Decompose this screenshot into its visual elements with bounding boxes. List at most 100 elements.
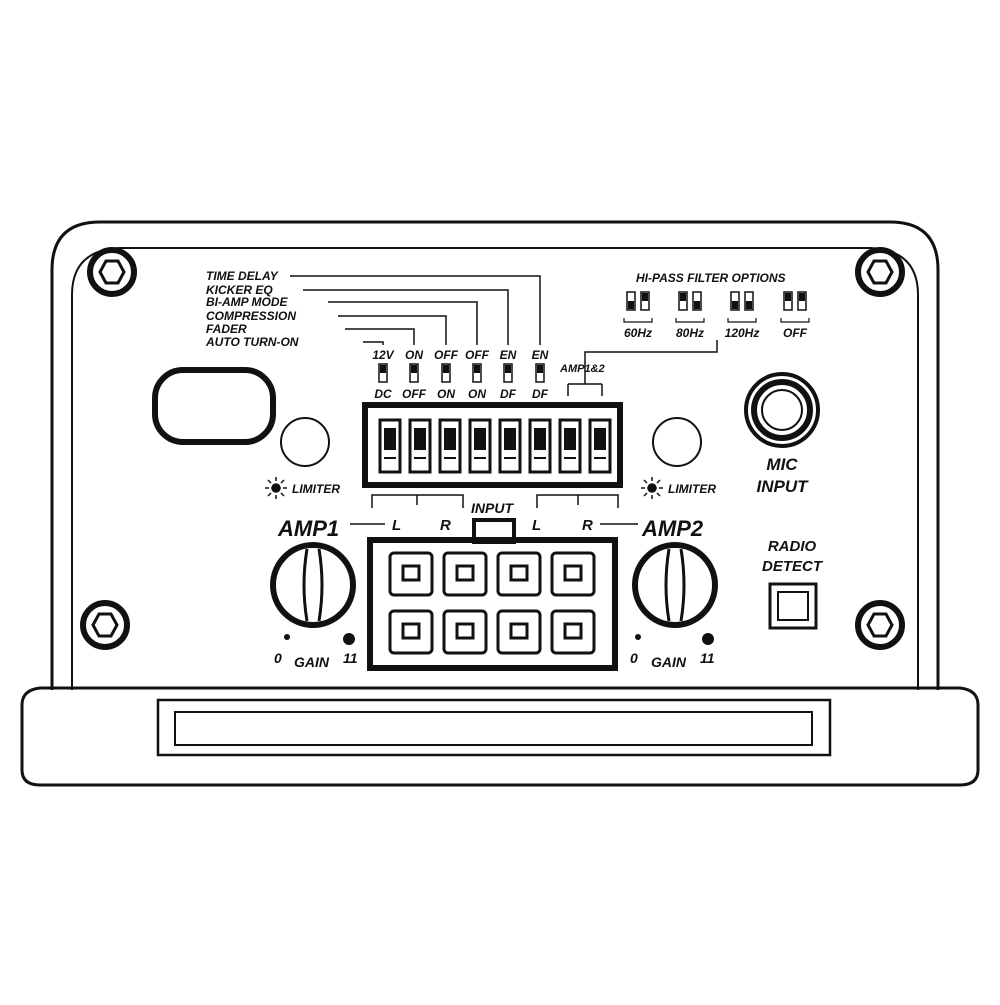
input-pin [496, 609, 542, 655]
hi-pass-switch [783, 291, 793, 311]
amp1-gain-label: GAIN [294, 654, 330, 670]
amp1-gain-max: 11 [343, 650, 358, 666]
mounting-slot [152, 367, 276, 445]
dip-switch-indicator [441, 363, 451, 383]
hi-pass-switch [678, 291, 688, 311]
input-pin [442, 609, 488, 655]
dip-switch-slot[interactable] [498, 418, 522, 474]
amp2-gain-max: 11 [700, 650, 715, 666]
hi-pass-title: HI-PASS FILTER OPTIONS [636, 271, 786, 285]
dip-switch-bottom-label: DF [532, 387, 549, 401]
hi-pass-option-label: 120Hz [725, 326, 760, 340]
hi-pass-options: 60Hz 80Hz 120Hz OFF [567, 291, 810, 396]
dip-switch-bottom-label: DF [500, 387, 517, 401]
gain-min-dot [635, 634, 641, 640]
dip-switch-indicator [503, 363, 513, 383]
base-recess-inner [174, 711, 813, 746]
dip-switch-bottom-label: OFF [402, 387, 427, 401]
dip-switch-slot[interactable] [378, 418, 402, 474]
input-label: INPUT [471, 500, 514, 516]
input-right-label-amp1: R [440, 517, 451, 534]
dip-switch-top-label: EN [532, 348, 549, 362]
mic-input-label-1: MIC [766, 455, 798, 474]
dip-switch-top-label: 12V [372, 348, 394, 362]
limiter-led-amp1 [280, 417, 330, 467]
dip-switch-bottom-label: DC [374, 387, 392, 401]
dip-switch-top-label: EN [500, 348, 517, 362]
radio-detect-label-2: DETECT [762, 558, 824, 575]
base-foot [20, 686, 980, 787]
hi-pass-switch [640, 291, 650, 311]
function-label-bi-amp-mode: BI-AMP MODE [206, 295, 289, 309]
dip-switch-indicator [378, 363, 388, 383]
dip-switch-bottom-label: ON [437, 387, 455, 401]
function-label-kicker-eq: KICKER EQ [206, 283, 273, 297]
hi-pass-switch [730, 291, 740, 311]
dip-switch-slot[interactable] [588, 418, 612, 474]
radio-detect-label-1: RADIO [768, 538, 817, 555]
input-pin [388, 609, 434, 655]
amp2-gain-min: 0 [630, 650, 638, 666]
sun-icon [265, 477, 287, 499]
input-connector[interactable] [367, 518, 618, 671]
hi-pass-switch [797, 291, 807, 311]
input-pin [550, 609, 596, 655]
gain-min-dot [284, 634, 290, 640]
hi-pass-switch [744, 291, 754, 311]
dip-switch-slot[interactable] [408, 418, 432, 474]
dip-switch-slot[interactable] [528, 418, 552, 474]
hi-pass-option-label: 60Hz [624, 326, 652, 340]
amp1-gain-min: 0 [274, 650, 282, 666]
gain-knob-amp2[interactable] [632, 542, 718, 628]
input-pin [388, 551, 434, 597]
sun-icon [641, 477, 663, 499]
function-label-compression: COMPRESSION [206, 309, 296, 323]
input-pin [496, 551, 542, 597]
hi-pass-switch [626, 291, 636, 311]
hi-pass-option-label: OFF [783, 326, 808, 340]
dip-switch-top-label: ON [405, 348, 423, 362]
dip-switch-indicators: 12V DC ON OFF OFF ON OFF ON EN DF EN DF [372, 348, 548, 401]
dip-switch-bottom-label: ON [468, 387, 486, 401]
dip-switch-slot[interactable] [558, 418, 582, 474]
mic-input-jack[interactable] [744, 372, 820, 448]
function-label-time-delay: TIME DELAY [206, 269, 279, 283]
limiter-label-amp2: LIMITER [668, 482, 716, 496]
housing-inner-outline [71, 247, 919, 690]
input-left-label-amp2: L [532, 517, 541, 534]
dip-switch-top-label: OFF [465, 348, 490, 362]
dip-switch-indicator [535, 363, 545, 383]
screw-icon [855, 247, 905, 297]
screw-icon [87, 247, 137, 297]
gain-knob-amp1[interactable] [270, 542, 356, 628]
limiter-led-amp2 [652, 417, 702, 467]
input-right-label-amp2: R [582, 517, 593, 534]
gain-max-dot [702, 633, 714, 645]
amp2-label: AMP2 [641, 516, 704, 541]
housing-outline [50, 220, 940, 690]
base-recess [156, 698, 832, 757]
mic-input-label-2: INPUT [757, 477, 810, 496]
function-label-auto-turn-on: AUTO TURN-ON [205, 335, 299, 349]
dip-switch-block[interactable] [362, 402, 623, 488]
hi-pass-group-label: AMP1&2 [559, 363, 605, 375]
amp2-gain-label: GAIN [651, 654, 687, 670]
dip-switch-slot[interactable] [438, 418, 462, 474]
dip-switch-slot[interactable] [468, 418, 492, 474]
screw-icon [855, 600, 905, 650]
dip-switch-indicator [409, 363, 419, 383]
hi-pass-switch [692, 291, 702, 311]
hi-pass-option-label: 80Hz [676, 326, 704, 340]
dip-switch-indicator [472, 363, 482, 383]
input-left-label-amp1: L [392, 517, 401, 534]
function-label-fader: FADER [206, 322, 247, 336]
amp1-label: AMP1 [277, 516, 339, 541]
dip-switch-top-label: OFF [434, 348, 459, 362]
screw-icon [80, 600, 130, 650]
limiter-label-amp1: LIMITER [292, 482, 340, 496]
radio-detect-button[interactable] [768, 582, 818, 630]
input-pin [550, 551, 596, 597]
